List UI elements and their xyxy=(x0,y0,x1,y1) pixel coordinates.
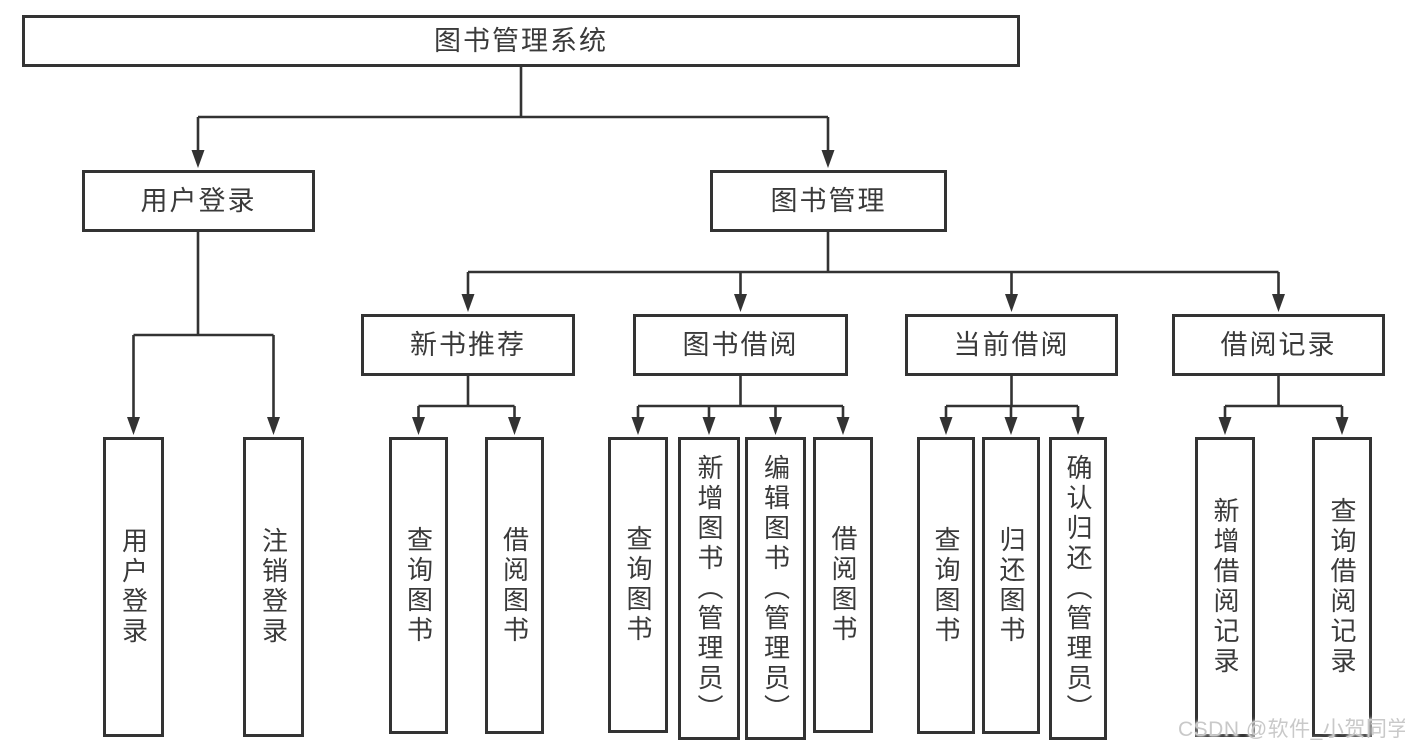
node-label: 新书推荐 xyxy=(410,329,526,360)
node-label: 借阅记录 xyxy=(1220,329,1337,360)
node-borrowing-records: 借阅记录 xyxy=(1172,314,1385,376)
leaf-edit-books-admin: 编辑图书（管理员） xyxy=(745,437,806,740)
leaf-label: 借阅图书 xyxy=(499,525,530,646)
node-current-borrowing: 当前借阅 xyxy=(905,314,1118,376)
leaf-borrow-books-borrowing: 借阅图书 xyxy=(813,437,873,733)
leaf-label: 归还图书 xyxy=(996,525,1026,646)
leaf-label: 查询图书 xyxy=(931,525,961,646)
leaf-query-books-borrowing: 查询图书 xyxy=(608,437,668,733)
node-book-borrowing: 图书借阅 xyxy=(633,314,848,376)
node-library-system: 图书管理系统 xyxy=(22,15,1020,67)
leaf-label: 新增借阅记录 xyxy=(1210,497,1240,677)
leaf-add-books-admin: 新增图书（管理员） xyxy=(678,437,740,740)
node-label: 图书管理系统 xyxy=(434,25,608,56)
node-book-management: 图书管理 xyxy=(710,170,947,232)
leaf-logout: 注销登录 xyxy=(243,437,304,737)
leaf-label: 注销登录 xyxy=(258,527,289,647)
node-label: 图书借阅 xyxy=(682,329,799,360)
node-label: 当前借阅 xyxy=(953,329,1070,360)
leaf-add-borrow-record: 新增借阅记录 xyxy=(1195,437,1255,737)
node-label: 用户登录 xyxy=(140,185,257,216)
leaf-label: 确认归还（管理员） xyxy=(1063,453,1093,724)
leaf-confirm-return-admin: 确认归还（管理员） xyxy=(1049,437,1107,740)
leaf-label: 新增图书（管理员） xyxy=(694,453,724,724)
leaf-borrow-books-recommend: 借阅图书 xyxy=(485,437,544,734)
leaf-label: 查询图书 xyxy=(623,525,653,645)
leaf-label: 编辑图书（管理员） xyxy=(760,453,791,724)
leaf-return-books: 归还图书 xyxy=(982,437,1040,734)
csdn-watermark: CSDN @软件_小贺同学 xyxy=(1178,718,1405,741)
leaf-query-borrow-record: 查询借阅记录 xyxy=(1312,437,1372,737)
leaf-query-books-recommend: 查询图书 xyxy=(389,437,448,734)
node-new-book-recommend: 新书推荐 xyxy=(361,314,575,376)
leaf-label: 查询借阅记录 xyxy=(1327,497,1357,677)
leaf-label: 借阅图书 xyxy=(828,525,858,645)
node-label: 图书管理 xyxy=(770,185,887,216)
leaf-label: 查询图书 xyxy=(403,525,434,646)
leaf-label: 用户登录 xyxy=(118,527,149,647)
leaf-user-login: 用户登录 xyxy=(103,437,164,737)
leaf-query-books-current: 查询图书 xyxy=(917,437,975,734)
node-user-login: 用户登录 xyxy=(82,170,315,232)
